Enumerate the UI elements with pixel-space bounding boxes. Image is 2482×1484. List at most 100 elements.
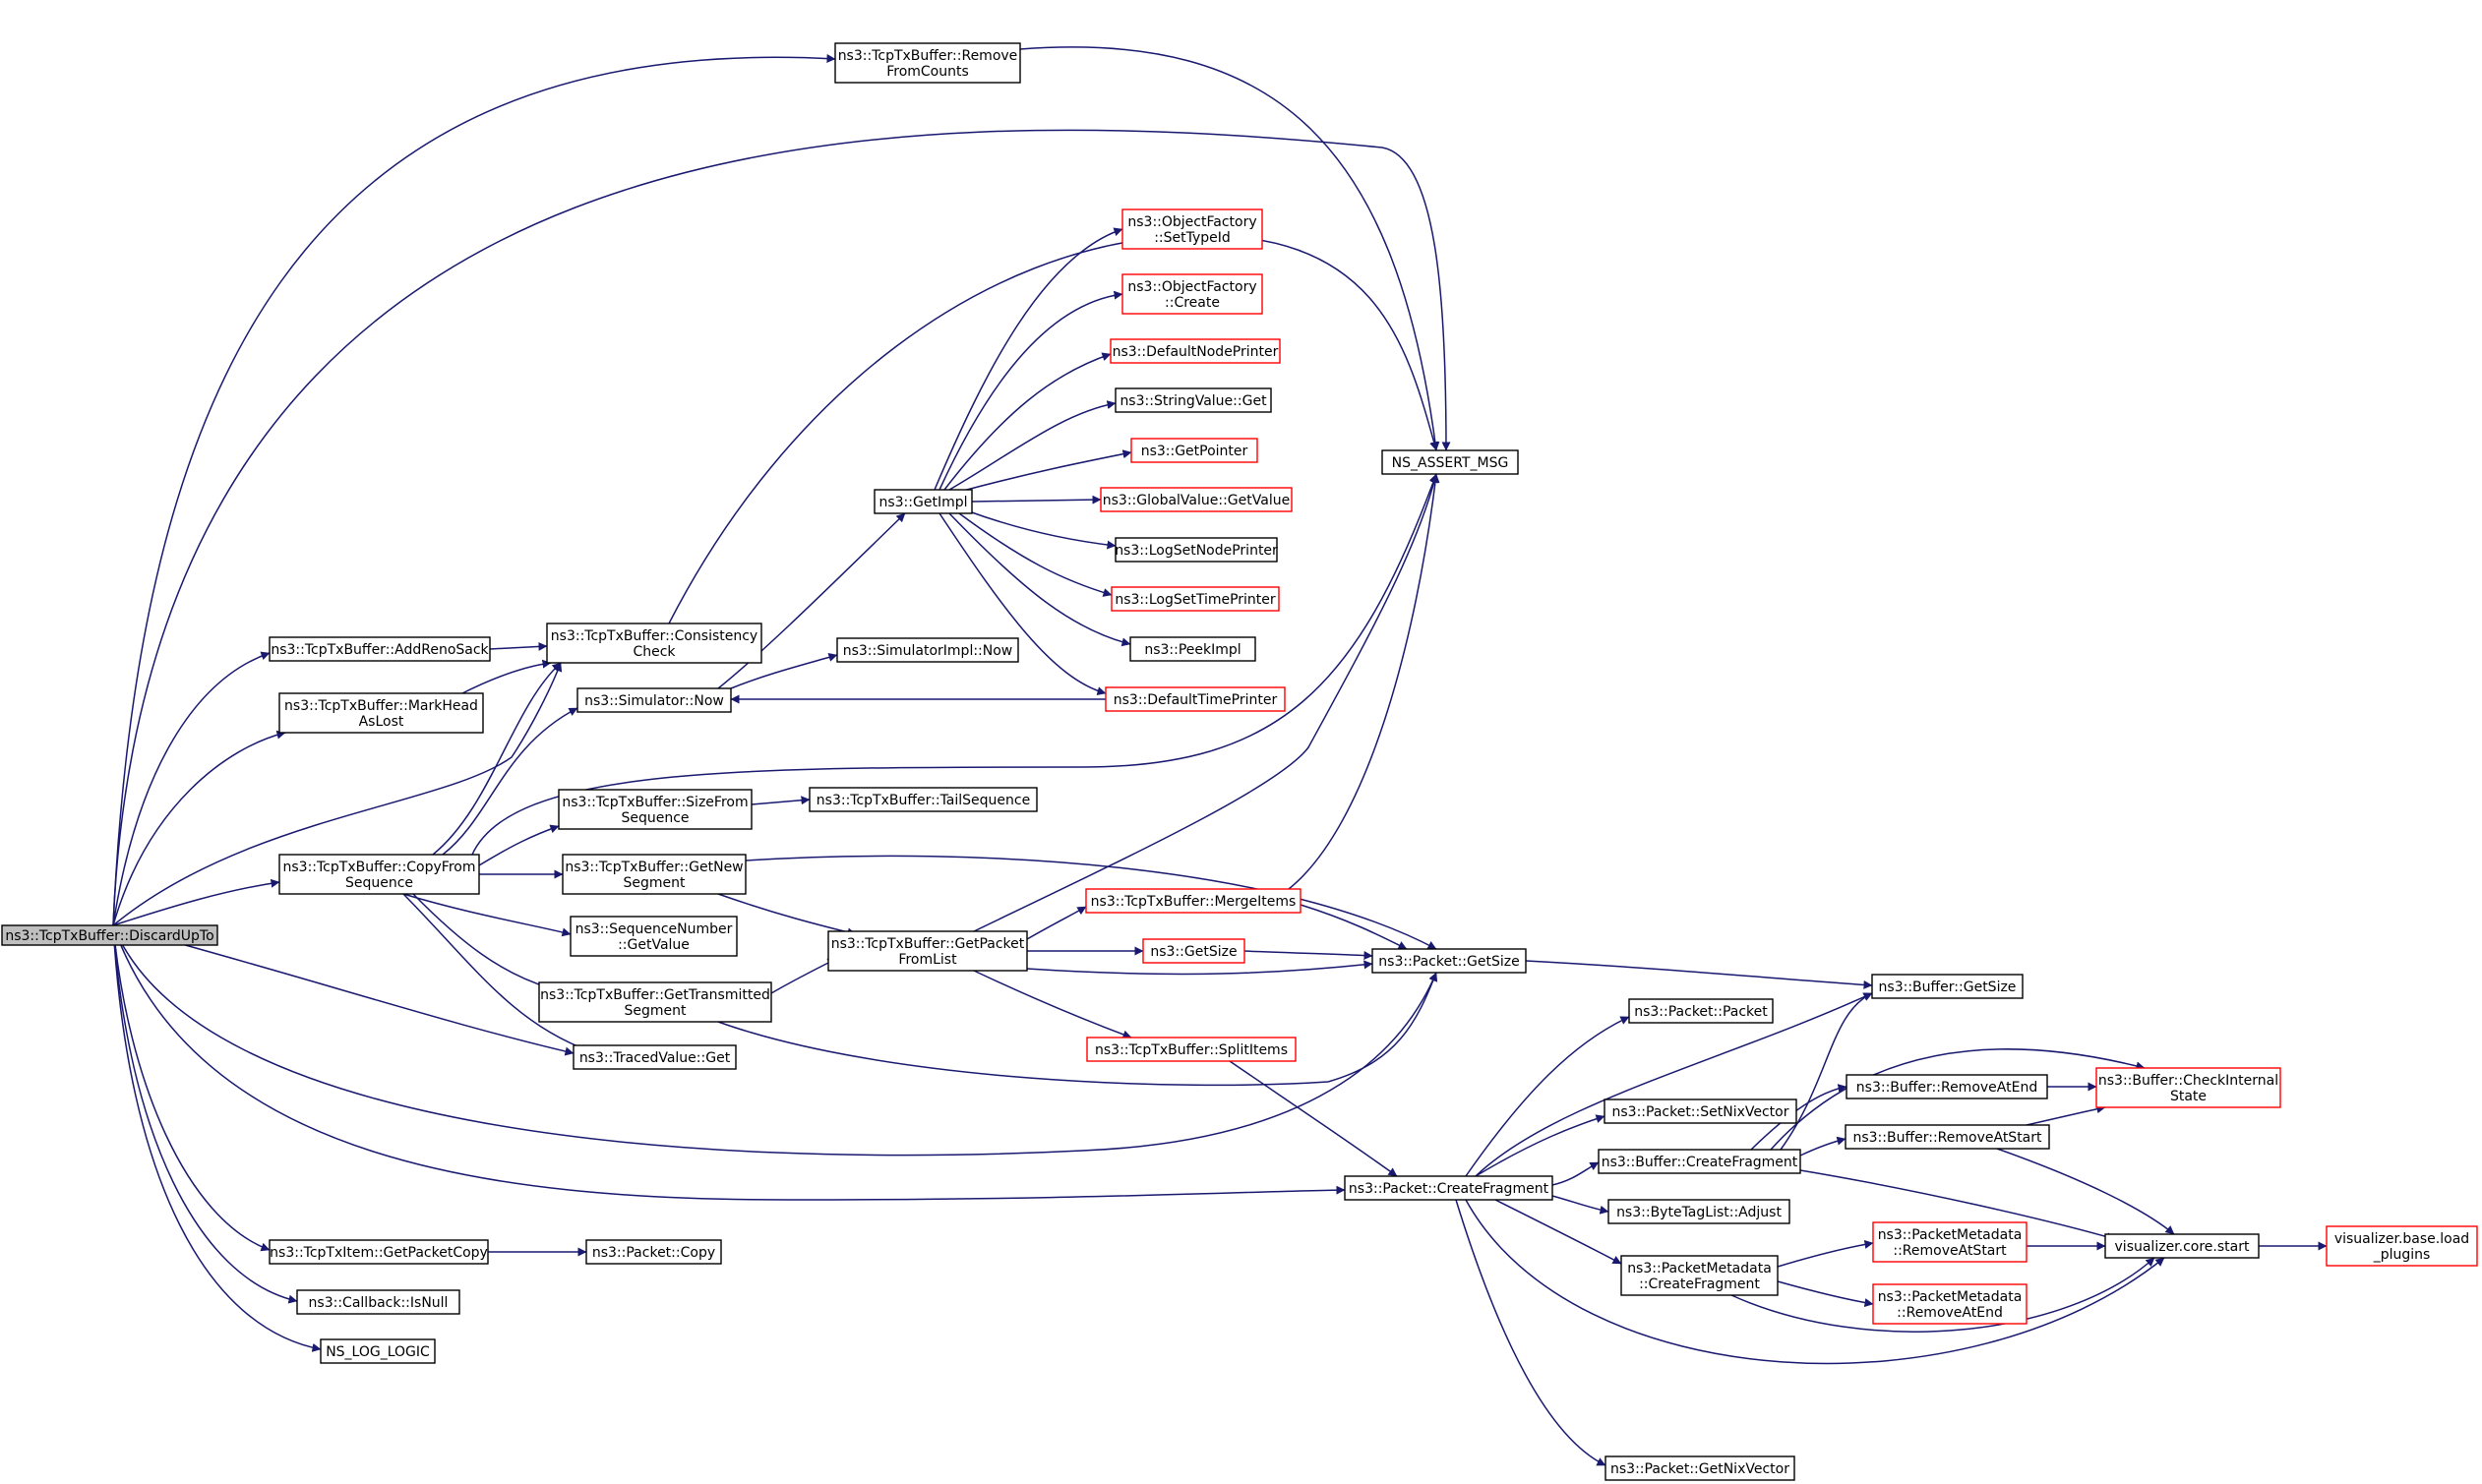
node-peekimpl[interactable]: ns3::PeekImpl bbox=[1129, 636, 1256, 662]
node-label: ns3::Packet::CreateFragment bbox=[1349, 1181, 1549, 1197]
edge-packetgetsize-to-bufgetsize bbox=[1525, 960, 1873, 989]
edge-arrow bbox=[112, 730, 286, 926]
edge-bufremoveatstart-to-checkinternal bbox=[2026, 1104, 2106, 1126]
node-box bbox=[1872, 1283, 2028, 1325]
node-box bbox=[269, 636, 491, 662]
node-mergeitems[interactable]: ns3::TcpTxBuffer::MergeItems bbox=[1085, 888, 1302, 914]
node-pmremoveatstart[interactable]: ns3::PacketMetadata::RemoveAtStart bbox=[1872, 1221, 2028, 1263]
node-stringget[interactable]: ns3::StringValue::Get bbox=[1115, 387, 1272, 413]
node-settypeid[interactable]: ns3::ObjectFactory::SetTypeId bbox=[1121, 208, 1263, 250]
node-splititems[interactable]: ns3::TcpTxBuffer::SplitItems bbox=[1086, 1037, 1297, 1062]
edge-arrow bbox=[1770, 1048, 2146, 1151]
edge-bufcreatefrag-to-bufremoveatstart bbox=[1799, 1136, 1846, 1157]
node-vizload[interactable]: visualizer.base.load_plugins bbox=[2326, 1225, 2478, 1267]
node-label: Sequence bbox=[621, 810, 689, 826]
node-getpointer[interactable]: ns3::GetPointer bbox=[1130, 438, 1258, 463]
node-getimpl[interactable]: ns3::GetImpl bbox=[874, 489, 973, 514]
edge-removefromcounts-to-assert bbox=[1019, 46, 1440, 451]
node-simnow[interactable]: ns3::Simulator::Now bbox=[576, 687, 732, 713]
node-simimplnow[interactable]: ns3::SimulatorImpl::Now bbox=[836, 637, 1019, 663]
node-box bbox=[1607, 1199, 1790, 1224]
node-box bbox=[562, 854, 747, 895]
node-bufgetsize[interactable]: ns3::Buffer::GetSize bbox=[1871, 974, 2024, 999]
node-pmremoveatend[interactable]: ns3::PacketMetadata::RemoveAtEnd bbox=[1872, 1283, 2028, 1325]
edge-copyfrom-to-assert bbox=[471, 473, 1438, 856]
edge-discard-to-consistency bbox=[112, 662, 563, 926]
node-pmcreatefrag[interactable]: ns3::PacketMetadata::CreateFragment bbox=[1620, 1255, 1779, 1296]
node-tailseq[interactable]: ns3::TcpTxBuffer::TailSequence bbox=[809, 787, 1038, 812]
edge-discard-to-addrenosack bbox=[112, 651, 271, 926]
node-label: ns3::Buffer::GetSize bbox=[1879, 979, 2017, 995]
node-ofcreate[interactable]: ns3::ObjectFactory::Create bbox=[1121, 273, 1263, 315]
node-box bbox=[278, 854, 480, 895]
node-box bbox=[570, 916, 738, 957]
node-getsize[interactable]: ns3::GetSize bbox=[1142, 938, 1245, 964]
edge-copyfrom-to-simnow bbox=[442, 707, 578, 856]
node-box bbox=[874, 489, 973, 514]
edge-arrow bbox=[968, 510, 1117, 550]
edge-arrow bbox=[971, 495, 1102, 505]
node-box bbox=[1085, 888, 1302, 914]
node-label: ::RemoveAtEnd bbox=[1897, 1305, 2003, 1321]
edge-getimpl-to-getpointer bbox=[958, 449, 1132, 493]
node-logsettime[interactable]: ns3::LogSetTimePrinter bbox=[1111, 586, 1280, 612]
edge-discard-to-createfragment bbox=[112, 924, 1346, 1201]
node-bytetagadjust[interactable]: ns3::ByteTagList::Adjust bbox=[1607, 1199, 1790, 1224]
node-defnodeprinter[interactable]: ns3::DefaultNodePrinter bbox=[1110, 338, 1281, 364]
node-setnixvector[interactable]: ns3::Packet::SetNixVector bbox=[1604, 1098, 1797, 1124]
node-deftimeprinter[interactable]: ns3::DefaultTimePrinter bbox=[1105, 686, 1286, 712]
edge-gettransmitted-to-getpacket bbox=[770, 958, 837, 994]
node-label: ::GetValue bbox=[618, 937, 690, 953]
edge-arrow bbox=[1551, 1195, 1609, 1215]
node-tracedget[interactable]: ns3::TracedValue::Get bbox=[573, 1044, 737, 1070]
edge-arrow bbox=[1525, 960, 1873, 989]
node-box bbox=[1872, 1221, 2028, 1263]
node-bufremoveatstart[interactable]: ns3::Buffer::RemoveAtStart bbox=[1845, 1124, 2050, 1150]
node-box bbox=[1111, 586, 1280, 612]
node-packetcopy[interactable]: ns3::Packet::Copy bbox=[585, 1239, 722, 1265]
node-label: ns3::Packet::GetSize bbox=[1378, 954, 1519, 970]
node-label: ns3::DefaultNodePrinter bbox=[1113, 344, 1279, 360]
node-box bbox=[834, 42, 1021, 84]
edge-getsize-to-packetgetsize bbox=[1243, 950, 1373, 961]
node-bufcreatefrag[interactable]: ns3::Buffer::CreateFragment bbox=[1598, 1149, 1801, 1174]
edge-arrow bbox=[770, 958, 837, 994]
node-callbackisnull[interactable]: ns3::Callback::IsNull bbox=[296, 1289, 460, 1315]
edge-arrow bbox=[2026, 1104, 2106, 1126]
node-logsetnode[interactable]: ns3::LogSetNodePrinter bbox=[1115, 537, 1278, 563]
edge-arrow bbox=[1465, 1199, 2165, 1365]
node-packetgetsize[interactable]: ns3::Packet::GetSize bbox=[1371, 948, 1527, 974]
edge-splititems-to-createfragment bbox=[1229, 1060, 1398, 1177]
node-gvgetvalue[interactable]: ns3::GlobalValue::GetValue bbox=[1100, 487, 1293, 512]
node-box bbox=[2095, 1067, 2281, 1108]
edge-arrow bbox=[745, 855, 1437, 950]
edge-discard-to-nsloglogic bbox=[112, 924, 322, 1352]
node-label: Sequence bbox=[345, 875, 413, 891]
edge-gettransmitted-to-packetgetsize bbox=[717, 972, 1438, 1087]
node-nsloglogic[interactable]: NS_LOG_LOGIC bbox=[320, 1338, 436, 1364]
node-createfragment[interactable]: ns3::Packet::CreateFragment bbox=[1344, 1175, 1553, 1201]
edge-arrow bbox=[112, 662, 563, 926]
edge-arrow bbox=[948, 512, 1131, 647]
edge-getpacket-to-packetgetsize bbox=[1026, 960, 1373, 976]
node-seqgetvalue[interactable]: ns3::SequenceNumber::GetValue bbox=[570, 916, 738, 957]
node-assert[interactable]: NS_ASSERT_MSG bbox=[1381, 449, 1519, 475]
node-label: FromCounts bbox=[886, 64, 969, 80]
node-addrenosack[interactable]: ns3::TcpTxBuffer::AddRenoSack bbox=[269, 636, 491, 662]
node-vizstart[interactable]: visualizer.core.start bbox=[2104, 1233, 2260, 1259]
node-getpacketcopy[interactable]: ns3::TcpTxItem::GetPacketCopy bbox=[269, 1239, 489, 1265]
node-bufremoveatend[interactable]: ns3::Buffer::RemoveAtEnd bbox=[1846, 1074, 2048, 1099]
edge-arrow bbox=[478, 824, 560, 866]
node-packetpacket[interactable]: ns3::Packet::Packet bbox=[1628, 998, 1774, 1024]
node-getnixvector[interactable]: ns3::Packet::GetNixVector bbox=[1604, 1455, 1795, 1481]
edge-pmcreatefrag-to-vizstart bbox=[1730, 1257, 2155, 1333]
